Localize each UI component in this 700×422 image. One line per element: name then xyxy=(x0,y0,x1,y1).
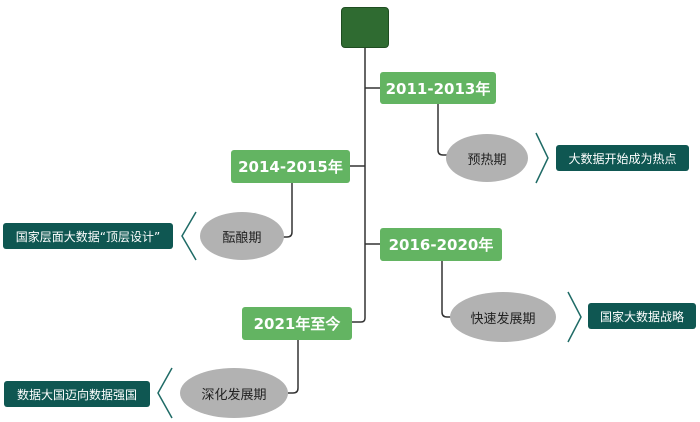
root-node xyxy=(341,7,389,48)
phase-ellipse-rapid-development: 快速发展期 xyxy=(450,292,556,342)
phase-ellipse-warmup: 预热期 xyxy=(446,134,528,182)
description-box-big-data-hotspot: 大数据开始成为热点 xyxy=(556,145,689,171)
bracket-2 xyxy=(181,211,197,261)
description-box-data-power: 数据大国迈向数据强国 xyxy=(4,381,150,407)
main-spine xyxy=(352,48,366,323)
bracket-4 xyxy=(157,367,173,419)
bracket-3 xyxy=(567,291,582,343)
phase-connector-2 xyxy=(282,183,293,238)
description-box-national-strategy: 国家大数据战略 xyxy=(588,303,696,329)
bracket-1 xyxy=(535,132,549,184)
period-box-2011-2013: 2011-2013年 xyxy=(380,72,496,104)
period-box-2016-2020: 2016-2020年 xyxy=(380,228,502,261)
period-box-2014-2015: 2014-2015年 xyxy=(231,150,350,183)
period-box-2021-present: 2021年至今 xyxy=(242,307,352,340)
description-box-top-level-design: 国家层面大数据“顶层设计” xyxy=(3,223,173,249)
phase-ellipse-deepening-development: 深化发展期 xyxy=(180,368,288,418)
phase-connector-4 xyxy=(288,340,299,394)
phase-connector-3 xyxy=(441,261,452,318)
phase-ellipse-incubation: 酝酿期 xyxy=(200,212,284,260)
phase-connector-1 xyxy=(437,104,448,156)
